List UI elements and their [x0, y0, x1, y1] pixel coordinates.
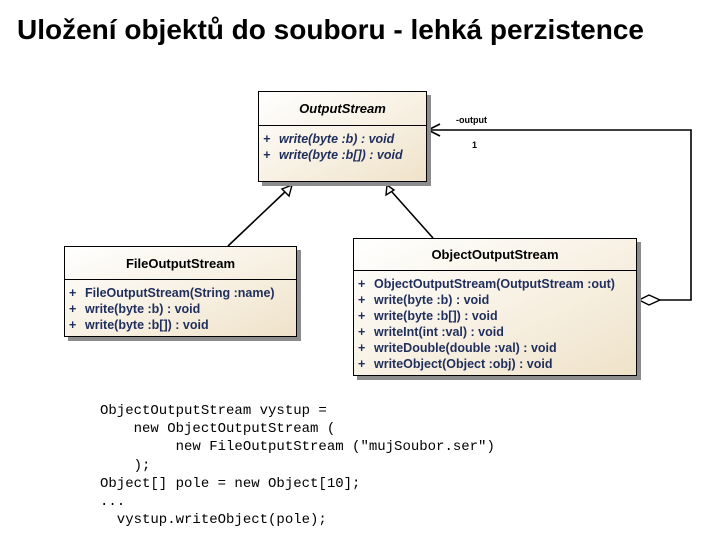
- slide-title: Uložení objektů do souboru - lehká perzi…: [17, 14, 644, 45]
- visibility-marker: +: [358, 325, 366, 339]
- generalization-line-file: [227, 189, 288, 247]
- code-line: ...: [100, 494, 126, 511]
- operation: + writeDouble(double :val) : void: [358, 340, 632, 356]
- operation-signature: writeObject(Object :obj) : void: [374, 357, 553, 371]
- operation-signature: write(byte :b[]) : void: [85, 318, 209, 332]
- association-multiplicity-label: 1: [472, 140, 478, 150]
- visibility-marker: +: [358, 341, 366, 355]
- class-file-output-stream[interactable]: FileOutputStream + FileOutputStream(Strin…: [64, 246, 297, 337]
- operation-signature: write(byte :b[]) : void: [374, 309, 498, 323]
- operation: + write(byte :b[]) : void: [69, 317, 292, 333]
- operation: + writeInt(int :val) : void: [358, 324, 632, 340]
- operation: + write(byte :b) : void: [358, 292, 632, 308]
- operation: + FileOutputStream(String :name): [69, 285, 292, 301]
- class-name: FileOutputStream: [65, 247, 296, 280]
- operation-signature: writeDouble(double :val) : void: [374, 341, 557, 355]
- generalization-arrowhead-file: [280, 183, 294, 198]
- association-line-output: [428, 129, 692, 301]
- visibility-marker: +: [358, 293, 366, 307]
- visibility-marker: +: [358, 357, 366, 371]
- operation: + writeObject(Object :obj) : void: [358, 356, 632, 372]
- operation: + write(byte :b) : void: [263, 131, 422, 147]
- visibility-marker: +: [358, 277, 366, 291]
- visibility-marker: +: [69, 318, 77, 332]
- code-sample: ObjectOutputStream vystup = new ObjectOu…: [100, 402, 495, 529]
- class-name: ObjectOutputStream: [354, 239, 636, 271]
- operation-signature: FileOutputStream(String :name): [85, 286, 275, 300]
- code-line: new FileOutputStream ("mujSoubor.ser"): [100, 439, 495, 456]
- operation-signature: write(byte :b) : void: [374, 293, 490, 307]
- operations-compartment: + FileOutputStream(String :name) + write(b…: [65, 280, 296, 333]
- class-name: OutputStream: [259, 92, 426, 126]
- visibility-marker: +: [69, 302, 77, 316]
- operation-signature: write(byte :b[]) : void: [279, 148, 403, 162]
- generalization-arrowhead-object: [385, 183, 396, 197]
- operation-signature: writeInt(int :val) : void: [374, 325, 504, 339]
- code-line: );: [100, 457, 151, 474]
- operation: + write(byte :b[]) : void: [358, 308, 632, 324]
- operation: + ObjectOutputStream(OutputStream :out): [358, 276, 632, 292]
- class-object-output-stream[interactable]: ObjectOutputStream + ObjectOutputStream(O…: [353, 238, 637, 376]
- operation-signature: write(byte :b) : void: [279, 132, 395, 146]
- visibility-marker: +: [69, 286, 77, 300]
- visibility-marker: +: [263, 132, 271, 146]
- class-output-stream[interactable]: OutputStream + write(byte :b) : void + wri…: [258, 91, 427, 182]
- operations-compartment: + write(byte :b) : void + write(byte :b[])…: [259, 126, 426, 163]
- generalization-line-object: [391, 191, 434, 239]
- operation: + write(byte :b[]) : void: [263, 147, 422, 163]
- visibility-marker: +: [263, 148, 271, 162]
- code-line: ObjectOutputStream vystup =: [100, 403, 327, 419]
- code-line: Object[] pole = new Object[10];: [100, 475, 361, 492]
- operations-compartment: + ObjectOutputStream(OutputStream :out) +…: [354, 271, 636, 372]
- association-arrowhead-output: [426, 123, 441, 137]
- operation: + write(byte :b) : void: [69, 301, 292, 317]
- code-line: vystup.writeObject(pole);: [100, 512, 327, 529]
- operation-signature: write(byte :b) : void: [85, 302, 201, 316]
- composition-diamond: [637, 294, 662, 306]
- association-role-label: -output: [456, 115, 487, 125]
- code-line: new ObjectOutputStream (: [100, 421, 336, 438]
- visibility-marker: +: [358, 309, 366, 323]
- operation-signature: ObjectOutputStream(OutputStream :out): [374, 277, 615, 291]
